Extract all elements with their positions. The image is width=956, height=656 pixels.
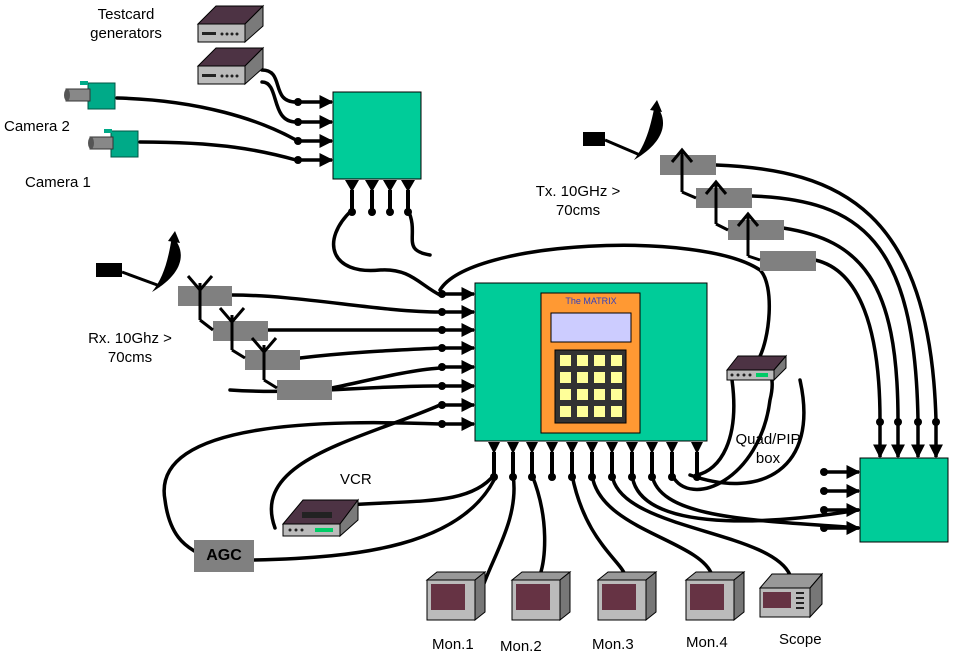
matrix-inputs (442, 287, 476, 431)
camera-2-label: Camera 2 (4, 118, 70, 135)
matrix-control-panel (540, 292, 641, 434)
scope-icon (758, 572, 824, 619)
monitor-2-icon (510, 570, 572, 622)
matrix-title: The MATRIX (565, 296, 617, 306)
monitor-4-icon (684, 570, 746, 622)
rx-dish-icon (96, 231, 181, 292)
top-switcher-inputs (298, 95, 334, 167)
quad-pip-box-icon (725, 354, 788, 382)
agc-unit: AGC (194, 540, 254, 572)
testcard-generator-1 (196, 4, 265, 44)
vcr-icon (281, 498, 359, 538)
monitor-3-label: Mon.3 (592, 636, 634, 653)
tx-dish-icon (583, 100, 664, 160)
rx-label: Rx. 10Ghz > 70cms (88, 330, 172, 366)
testcard-generator-2 (196, 46, 265, 86)
camera-2-icon (64, 81, 116, 110)
scope-label: Scope (779, 631, 822, 648)
right-video-switcher (859, 457, 949, 543)
top-switcher-outputs (345, 180, 415, 216)
camera-1-label: Camera 1 (25, 174, 91, 191)
quad-pip-label: Quad/PIP box (735, 431, 801, 467)
tx-modules (660, 147, 816, 271)
right-switcher-inputs (824, 465, 861, 535)
monitor-1-label: Mon.1 (432, 636, 474, 653)
matrix-display (550, 312, 632, 343)
monitor-2-label: Mon.2 (500, 638, 542, 655)
top-video-switcher (332, 91, 422, 180)
monitor-3-icon (596, 570, 658, 622)
matrix-outputs (488, 442, 703, 481)
monitor-4-label: Mon.4 (686, 634, 728, 651)
testcard-generators-label: Testcard generators (90, 6, 162, 42)
vcr-label: VCR (340, 471, 372, 488)
camera-1-icon (88, 129, 139, 158)
rx-modules (178, 275, 332, 400)
monitor-1-icon (425, 570, 487, 622)
tx-label: Tx. 10GHz > 70cms (535, 183, 621, 219)
right-switcher-top-inputs (873, 422, 943, 459)
